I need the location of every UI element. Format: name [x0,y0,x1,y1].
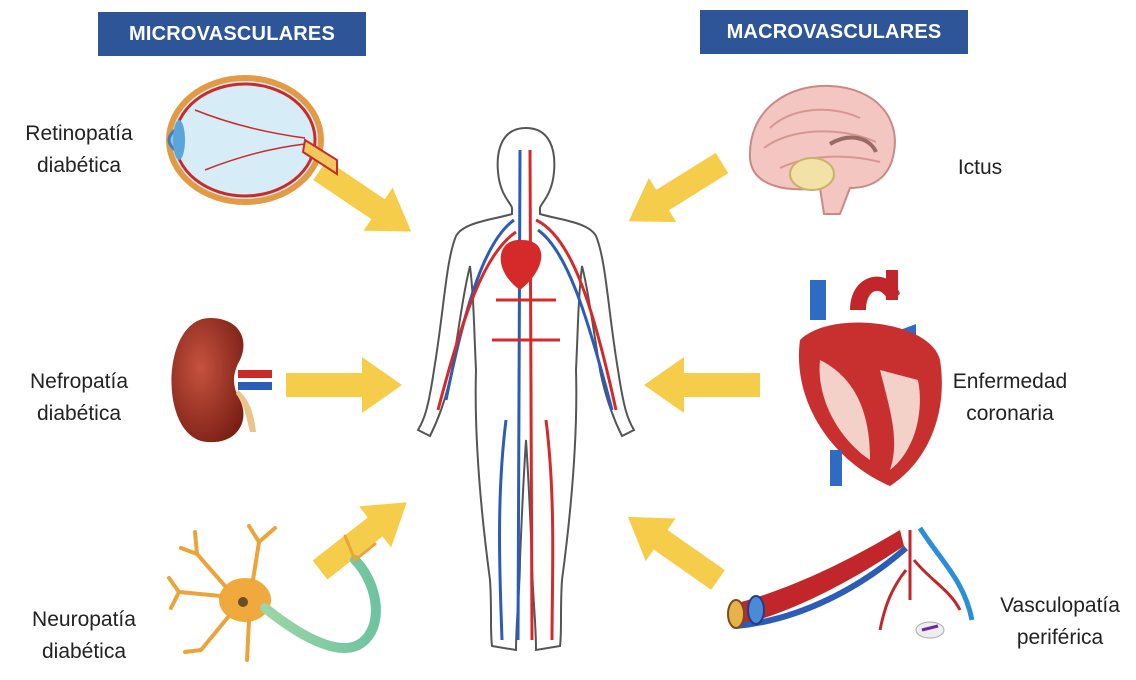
blood-vessels-icon [728,528,972,638]
kidney-icon [171,318,272,442]
eye-icon [169,78,337,202]
circulatory-system-icon [418,128,634,650]
arrow-nephropathy [286,357,402,413]
heart-icon [799,270,942,486]
arrow-stroke [615,141,736,243]
arrow-peripheral [613,496,733,602]
arrow-coronary [644,357,760,413]
brain-icon [750,86,895,214]
